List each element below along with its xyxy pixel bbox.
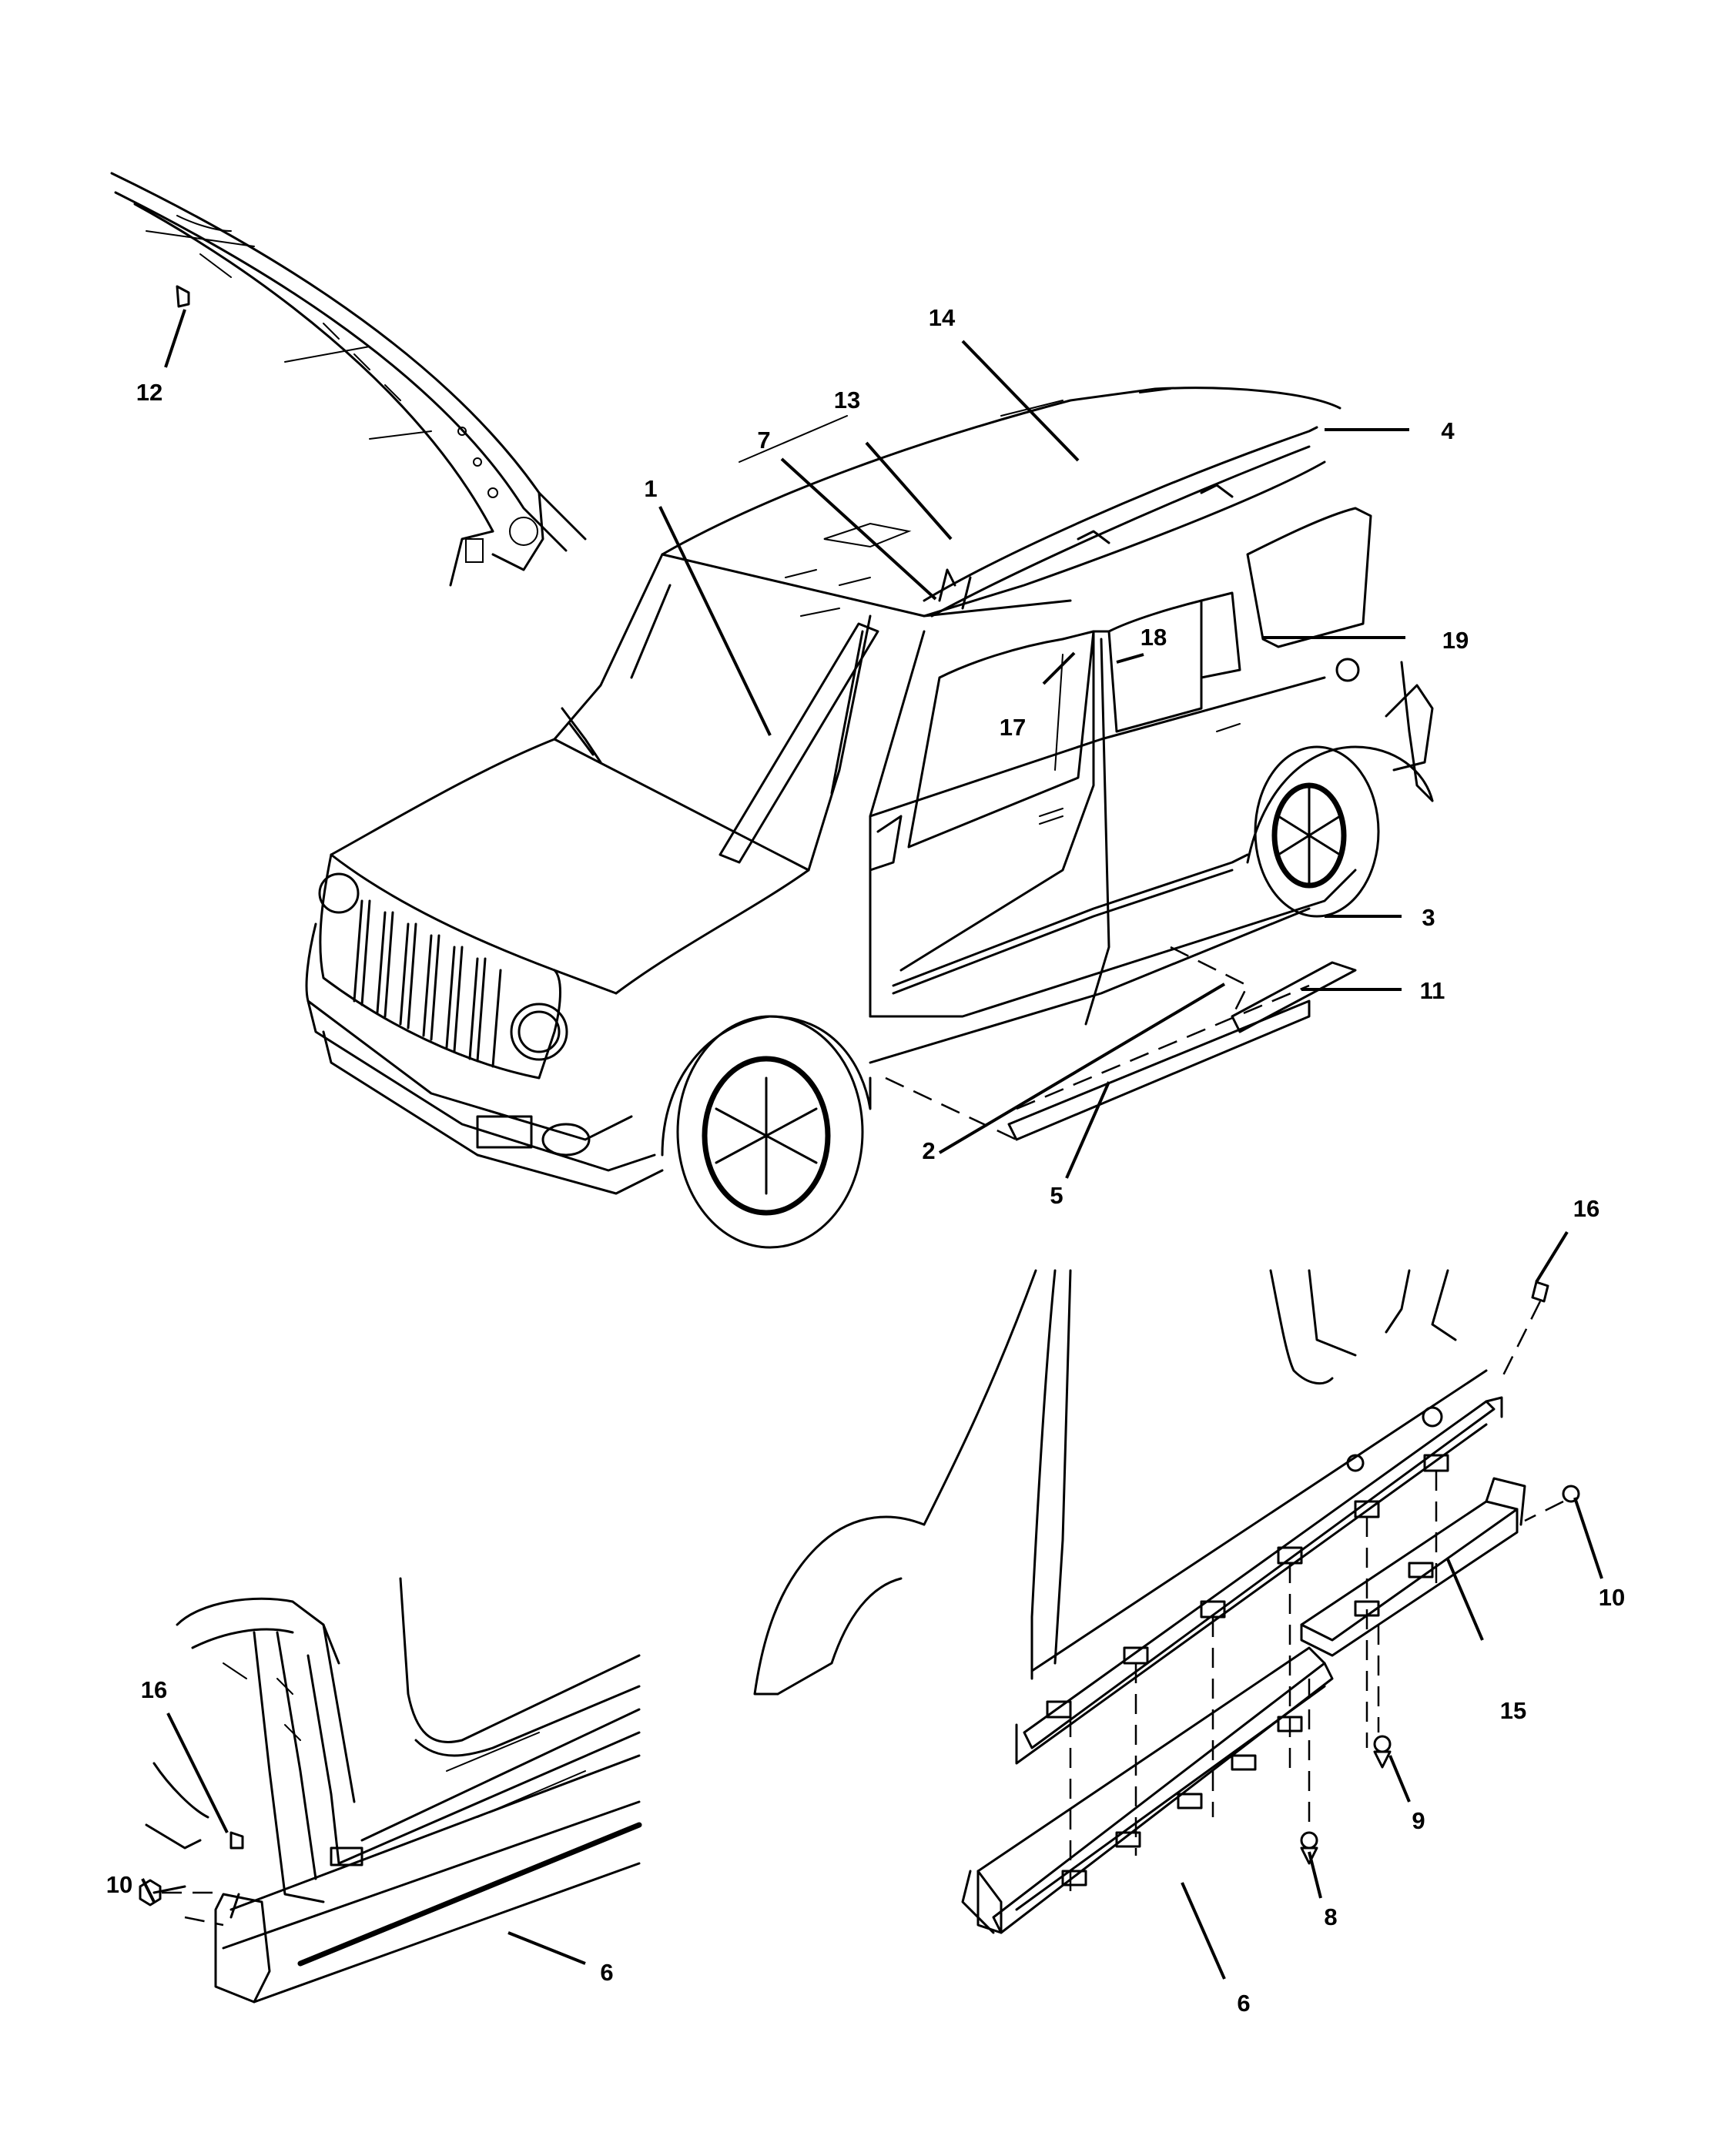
callout-6-right: 6 xyxy=(1237,1990,1250,2017)
callout-17: 17 xyxy=(1000,714,1026,741)
callout-19: 19 xyxy=(1442,627,1469,654)
callout-16-left: 16 xyxy=(141,1676,167,1703)
callout-12: 12 xyxy=(136,379,162,406)
callout-18: 18 xyxy=(1141,624,1167,651)
callout-9: 9 xyxy=(1412,1807,1425,1834)
callout-2: 2 xyxy=(922,1137,935,1164)
callout-11: 11 xyxy=(1420,977,1445,1004)
rocker-assembly-detail xyxy=(753,1269,1580,1934)
callout-4: 4 xyxy=(1441,417,1455,444)
callout-13: 13 xyxy=(834,387,860,413)
roof-rail-detail xyxy=(110,172,587,587)
callout-labels: 1 2 3 4 5 6 6 7 8 9 10 10 11 12 13 14 15… xyxy=(106,304,1625,2017)
callout-5: 5 xyxy=(1050,1182,1063,1209)
callout-6-left: 6 xyxy=(600,1959,613,1986)
leader-lines xyxy=(141,309,1603,1980)
sill-closeup-detail xyxy=(139,1577,642,2004)
callout-8: 8 xyxy=(1324,1903,1337,1930)
callout-10-right: 10 xyxy=(1599,1584,1625,1611)
callout-15: 15 xyxy=(1500,1697,1526,1724)
vehicle-illustration xyxy=(305,387,1434,1249)
callout-14: 14 xyxy=(929,304,956,331)
callout-1: 1 xyxy=(644,475,657,502)
callout-7: 7 xyxy=(757,427,770,454)
callout-3: 3 xyxy=(1422,904,1435,931)
callout-16-right: 16 xyxy=(1573,1195,1599,1222)
callout-10-left: 10 xyxy=(106,1871,132,1898)
